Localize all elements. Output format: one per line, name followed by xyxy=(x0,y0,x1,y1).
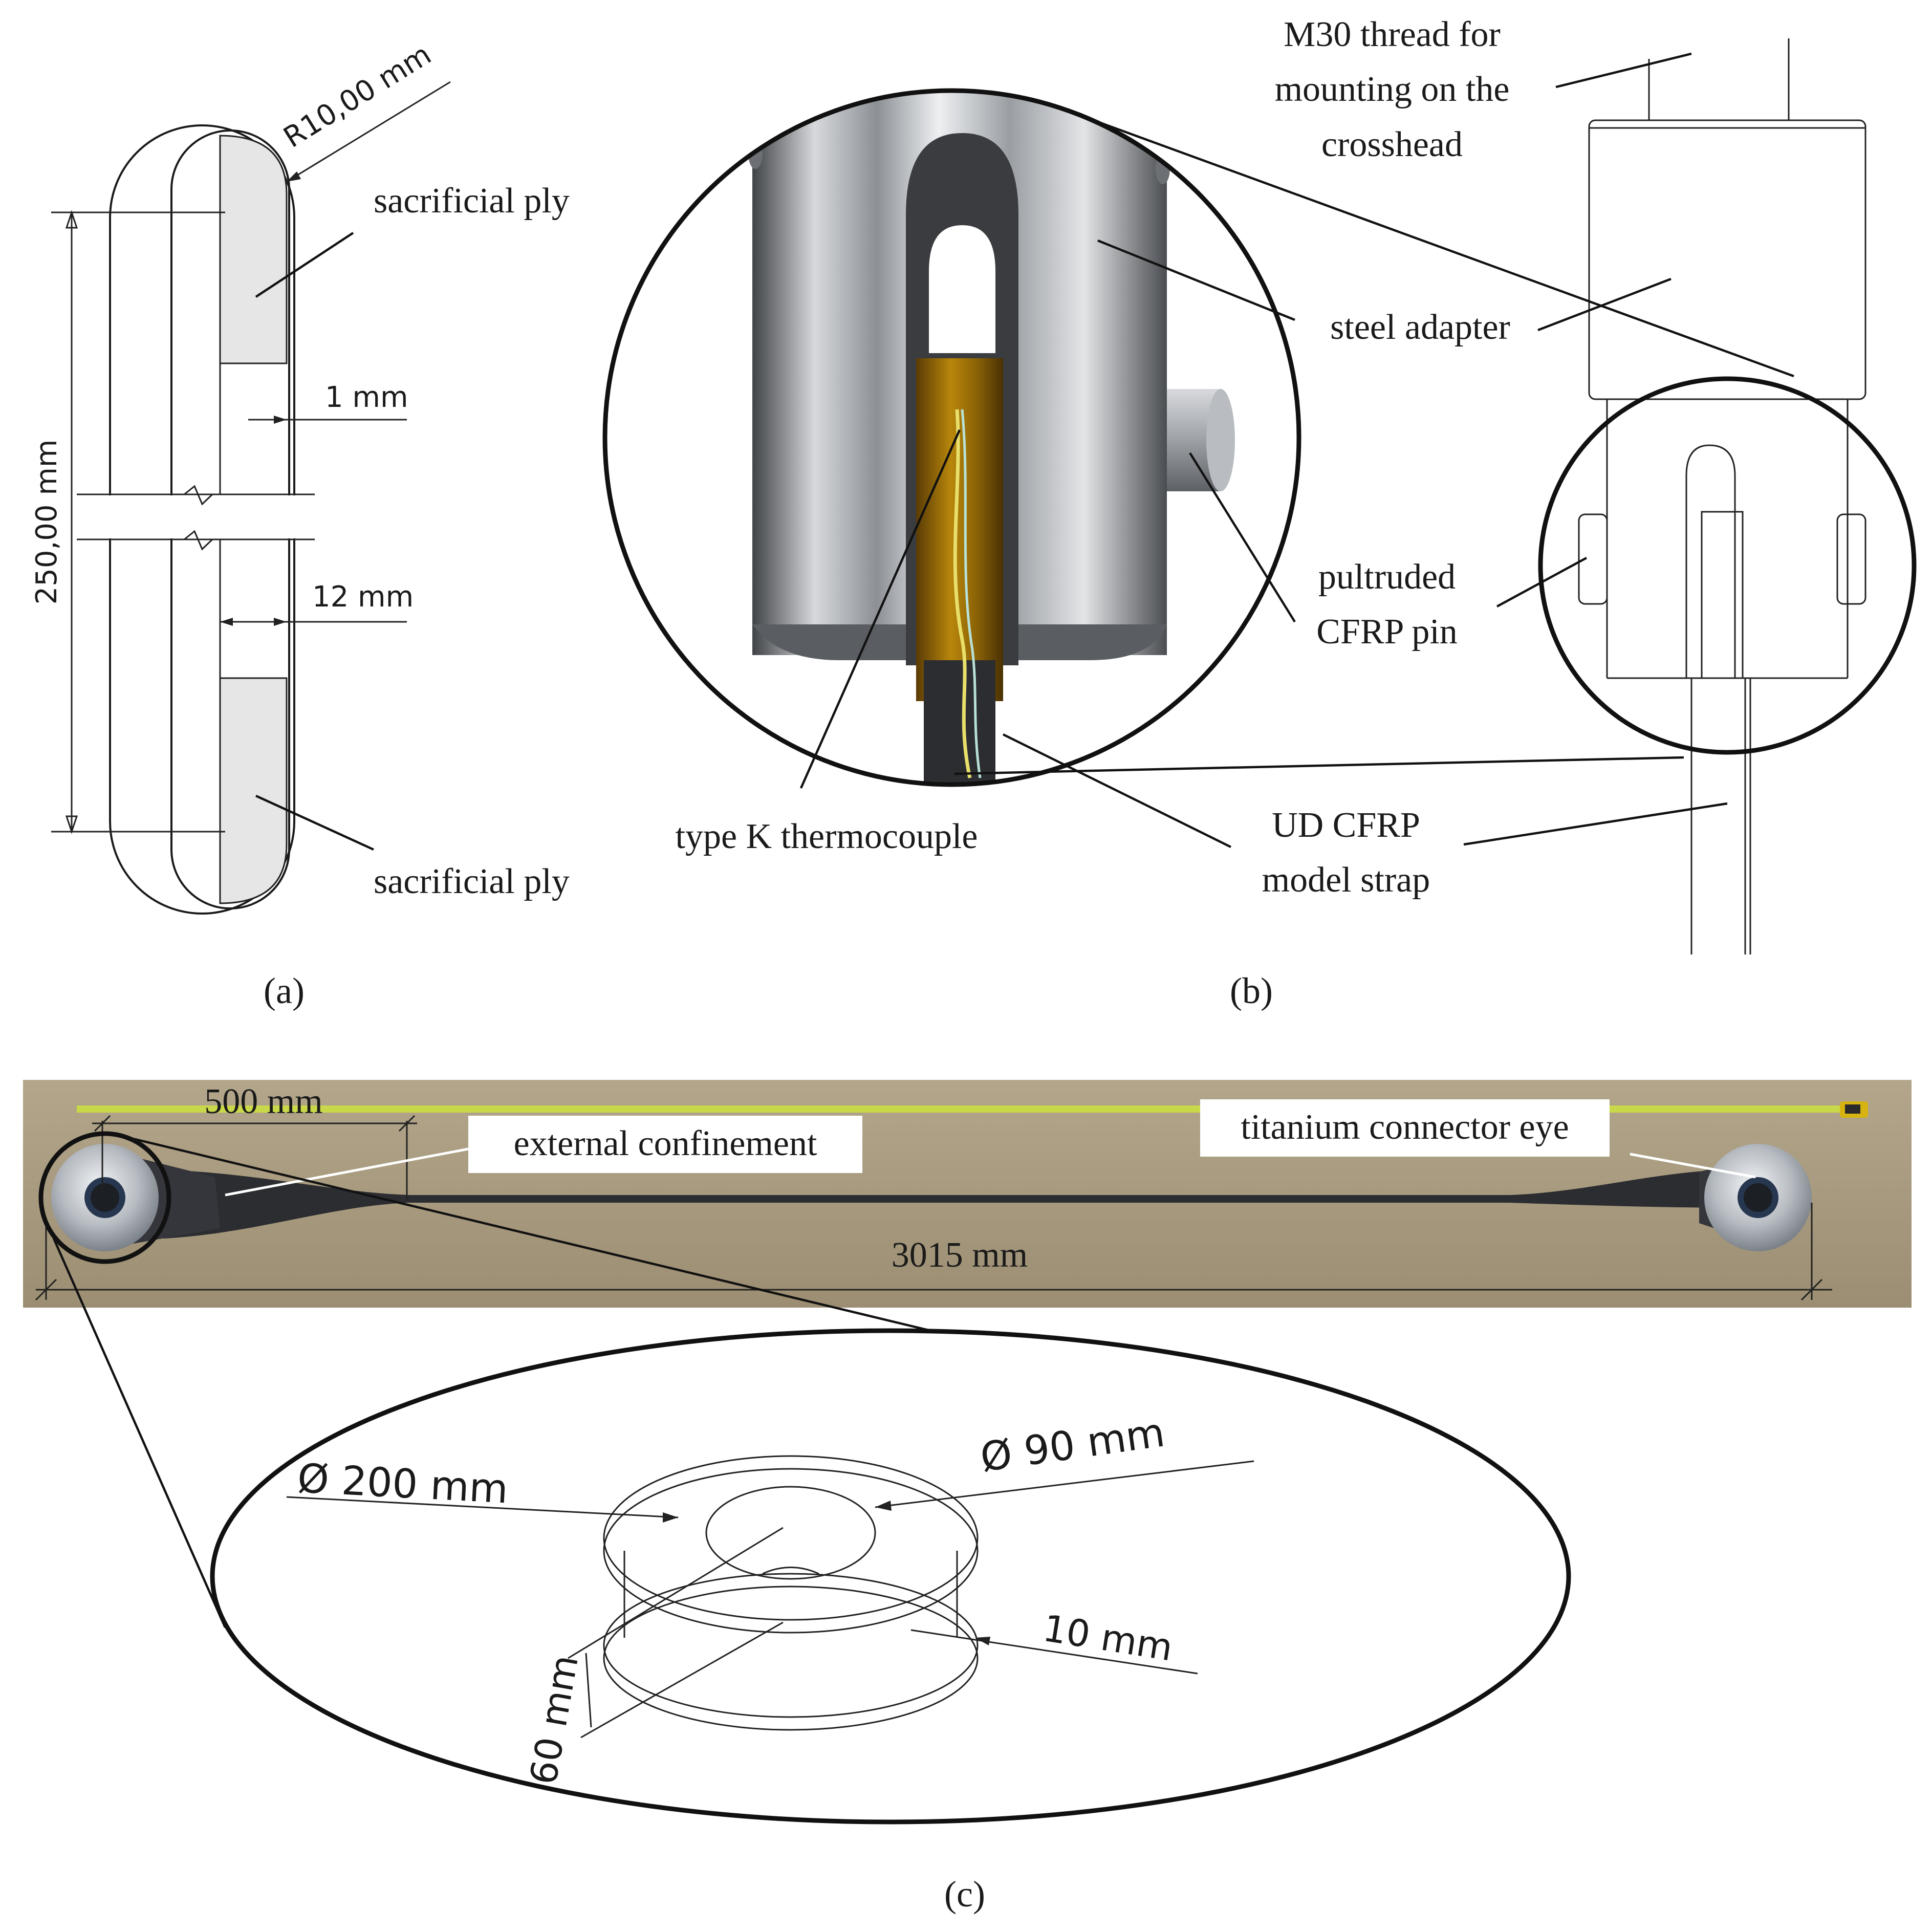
panel-a-caption: (a) xyxy=(264,970,305,1011)
adapter-leader-right xyxy=(1537,277,1671,332)
length-dimension-text: 250,00 mm xyxy=(30,440,63,605)
ply-bottom-label: sacrificial ply xyxy=(374,862,570,901)
pin-leader-right xyxy=(1496,557,1588,607)
eye-leader xyxy=(1630,1153,1756,1179)
photo-zoom-ring xyxy=(602,88,1301,787)
thickness-dimension-text: 1 mm xyxy=(325,381,408,414)
width-dimension-text: 12 mm xyxy=(312,580,414,614)
panel-a-strap-drawing: 250,00 mm 1 mm 12 mm R10,00 mm sacrifici… xyxy=(30,38,570,1011)
break-symbol-bottom xyxy=(184,530,213,551)
ply-bottom-leader xyxy=(255,794,374,851)
radius-dimension-text: R10,00 mm xyxy=(278,38,437,155)
thermocouple-leader xyxy=(799,429,961,789)
thread-label-line-1: M30 thread for xyxy=(1284,15,1501,54)
sacrificial-ply-bottom xyxy=(219,677,288,904)
outer-diameter-label: Ø 200 mm xyxy=(296,1456,509,1512)
panel-c-caption: (c) xyxy=(944,1874,985,1915)
thread-label-line-2: mounting on the xyxy=(1275,70,1510,109)
steel-adapter-outline xyxy=(1588,119,1866,400)
eye-zoom-ring xyxy=(38,1131,171,1264)
ply-top-label: sacrificial ply xyxy=(374,181,570,221)
fixture-photo xyxy=(604,90,1300,786)
confinement-leader xyxy=(225,1147,469,1197)
pin-leader-left xyxy=(1189,452,1296,623)
total-length-label: 3015 mm xyxy=(892,1235,1028,1275)
pin-label-line-1: pultruded xyxy=(1318,557,1456,597)
sacrificial-ply-top xyxy=(219,135,288,364)
strap-leader-right xyxy=(1463,802,1728,846)
steel-adapter-label: steel adapter xyxy=(1330,308,1510,347)
strap-label-line-1: UD CFRP xyxy=(1272,806,1420,845)
confinement-label: external confinement xyxy=(514,1124,817,1163)
kapton-tape xyxy=(916,358,1003,701)
thermocouple-label: type K thermocouple xyxy=(676,817,978,856)
connector-eye-3d-drawing xyxy=(603,1455,979,1731)
panel-b-caption: (b) xyxy=(1230,970,1273,1011)
thread-label-line-3: crosshead xyxy=(1321,125,1463,164)
pin-label-line-2: CFRP pin xyxy=(1316,612,1458,652)
strap-leader-left xyxy=(1003,733,1231,849)
fixture-line-drawing xyxy=(1578,38,1866,954)
eye-detail-ellipse xyxy=(210,1328,1571,1825)
carbon-strap-photo xyxy=(924,660,995,786)
thread-leader xyxy=(1555,52,1692,89)
panel-b-test-setup: M30 thread for mounting on the crosshead… xyxy=(602,15,1917,1011)
strap-label-line-2: model strap xyxy=(1262,860,1430,900)
eye-label-box xyxy=(1200,1099,1610,1157)
eye-bore xyxy=(705,1486,876,1580)
break-symbol-top xyxy=(184,485,213,506)
fixture-zoom-ring xyxy=(1538,376,1917,755)
panel-c-full-strap: 500 mm 3015 mm external confinement tita… xyxy=(23,1080,1912,1915)
tape-length-label: 500 mm xyxy=(204,1082,322,1121)
adapter-leader-left xyxy=(1097,239,1295,321)
confinement-label-box xyxy=(468,1116,862,1173)
ply-top-leader xyxy=(255,232,354,298)
eye-label: titanium connector eye xyxy=(1241,1108,1569,1147)
